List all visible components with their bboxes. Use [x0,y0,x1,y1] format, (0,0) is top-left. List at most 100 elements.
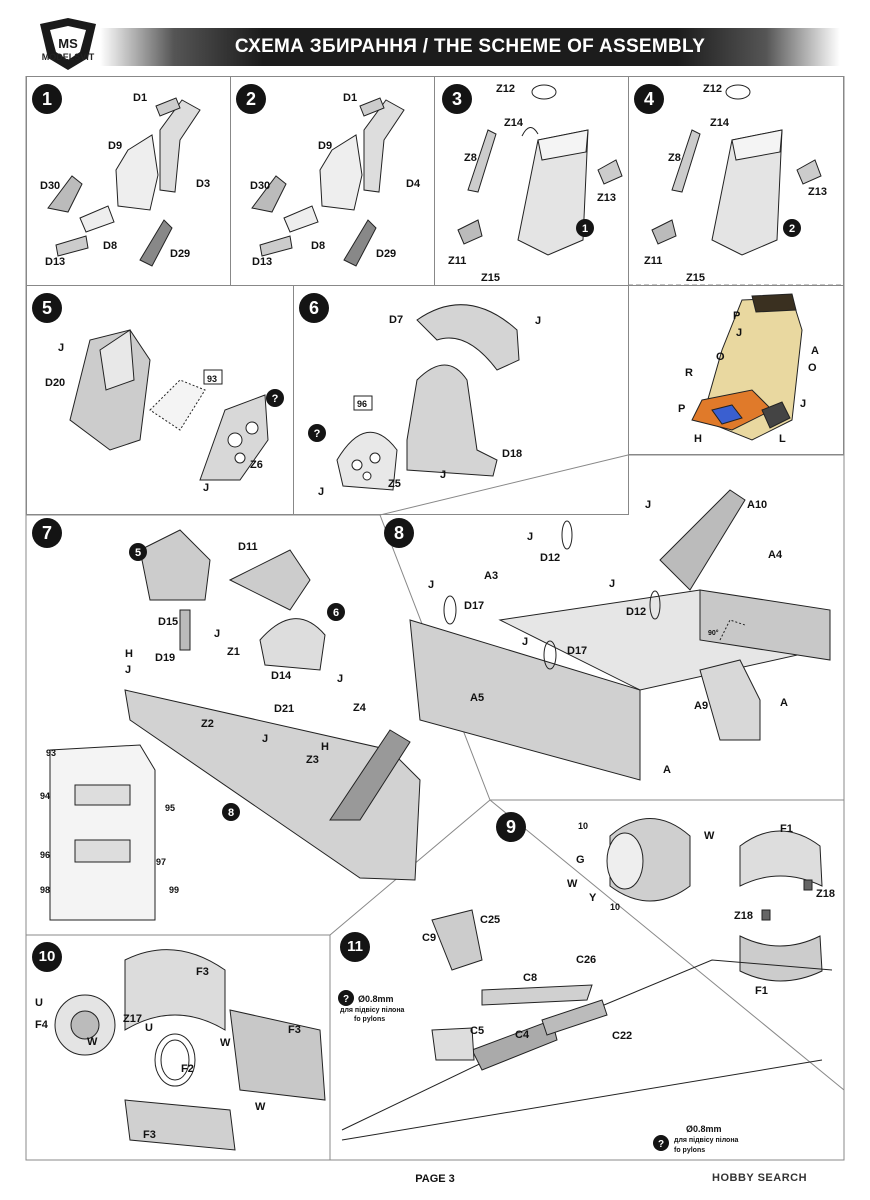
step-7-paint-h: H [125,648,133,660]
step-5-part-z6: Z6 [250,459,263,471]
step-2-part-d30: D30 [250,180,271,192]
step-8-paint-a: A [780,697,788,709]
step-8-paint-j4: J [609,578,616,590]
step-5-paint-j: J [58,342,65,354]
step-3-drawing: 1 [457,84,623,256]
step-5-part-d20: D20 [45,377,66,389]
step-7-decal-94: 94 [40,791,51,801]
logo-letters: MS [58,36,78,51]
seat-paint-r: R [685,367,693,379]
logo-text: MODELSVIT [41,52,95,62]
step-2-part-d29: D29 [376,248,397,260]
step-5-paint-j2: J [203,482,210,494]
step-3-part-z11: Z11 [448,255,467,267]
step-5-decal-93: 93 [207,374,218,384]
step-1-part-d3: D3 [196,178,211,190]
step-1-part-d29: D29 [170,248,191,260]
step-6-paint-j2: J [440,469,447,481]
step-7-decal-96: 96 [40,850,51,860]
step-2-badge: 2 [236,84,266,114]
step-8-part-d12b: D12 [626,606,647,618]
step-7-part-d11: D11 [238,541,258,553]
step-3-part-z12: Z12 [496,83,515,95]
step-7-part-d14: D14 [271,670,292,682]
step-10-part-f4: F4 [35,1019,48,1031]
svg-text:?: ? [343,994,349,1005]
step-8-part-a3: A3 [484,570,499,582]
step-8-paint-j2: J [527,531,534,543]
step-11-part-c4: C4 [515,1029,530,1041]
step-4-part-z13: Z13 [808,186,827,198]
seat-paint-drawing [691,293,803,441]
step-11-drawing: ? ? [338,909,833,1151]
step-7-decal-98: 98 [40,885,51,895]
step-7-ref-8: 8 [228,807,234,819]
modelsvit-logo: MS [40,18,96,70]
step-10-paint-u2: U [145,1022,153,1034]
step-10-paint-w: W [87,1036,98,1048]
step-7-drawing: 5 6 8 [49,529,421,921]
step-9-paint-w: W [704,830,715,842]
step-2-part-d8: D8 [311,240,326,252]
step-11-note2-ua: для підвісу пілона [674,1137,739,1144]
step-11-badge: 11 [340,932,370,962]
step-10-part-f3: F3 [196,966,209,978]
step-2-part-d1: D1 [343,92,358,104]
step-7-paint-j4: J [262,733,269,745]
seat-paint-j: J [736,327,743,339]
step-8-angle: 90° [708,630,719,637]
step-8-part-d17b: D17 [567,645,588,657]
step-7-decal-93: 93 [46,748,57,758]
step-10-paint-w3: W [255,1101,266,1113]
step-10-part-z17: Z17 [123,1013,142,1025]
step-10-part-f3c: F3 [143,1129,156,1141]
step-11-note1-en: fo pylons [354,1016,386,1023]
step-11-part-c26: C26 [576,954,597,966]
step-9-drawing [606,818,823,982]
step-9-part-z18b: Z18 [734,910,753,922]
step-9-ref-10b: 10 [610,902,621,912]
step-8-paint-j3: J [428,579,435,591]
step-6-decal-96: 96 [357,399,368,409]
step-7-decal-99: 99 [169,885,180,895]
step-1-part-d9: D9 [108,140,123,152]
step-1-part-d1: D1 [133,92,148,104]
step-7-ref-5: 5 [135,547,141,559]
step-8-part-a4: A4 [768,549,783,561]
step-11-part-c8: C8 [523,972,538,984]
step-4-part-z14: Z14 [710,117,729,129]
page-header: СХЕМА ЗБИРАННЯ / THE SCHEME OF ASSEMBLY [100,28,840,66]
step-2-part-d4: D4 [406,178,421,190]
seat-paint-h: H [694,433,702,445]
step-10-badge: 10 [32,942,62,972]
step-6-part-z5: Z5 [388,478,401,490]
step-9-badge: 9 [496,812,526,842]
step-3-sub-badge: 1 [582,223,588,235]
watermark: HOBBY SEARCH [712,1172,808,1184]
step-8-paint-a2: A [663,764,671,776]
step-6-part-d18: D18 [502,448,523,460]
step-4-part-z11: Z11 [644,255,663,267]
step-8-paint-j5: J [522,636,529,648]
seat-paint-a: A [811,345,819,357]
step-7-part-d15: D15 [158,616,179,628]
step-1-part-d30: D30 [40,180,61,192]
seat-paint-j2: J [800,398,807,410]
step-6-drawing: ? [308,304,520,491]
step-11-part-c5: C5 [470,1025,485,1037]
step-11-note1-dia: Ø0.8mm [358,994,394,1004]
seat-paint-p: P [733,310,741,322]
page-number: PAGE 3 [415,1173,455,1185]
seat-paint-p2: P [678,403,686,415]
seat-paint-o: O [716,351,725,363]
step-7-part-d21: D21 [274,703,295,715]
step-8-drawing [409,489,831,781]
step-7-part-z1: Z1 [227,646,240,658]
step-5-badge: 5 [32,293,62,323]
svg-text:?: ? [314,428,321,440]
step-5-drawing: ? [69,329,284,481]
step-4-sub-badge: 2 [789,223,795,235]
step-8-paint-j: J [645,499,652,511]
step-3-part-z14: Z14 [504,117,523,129]
